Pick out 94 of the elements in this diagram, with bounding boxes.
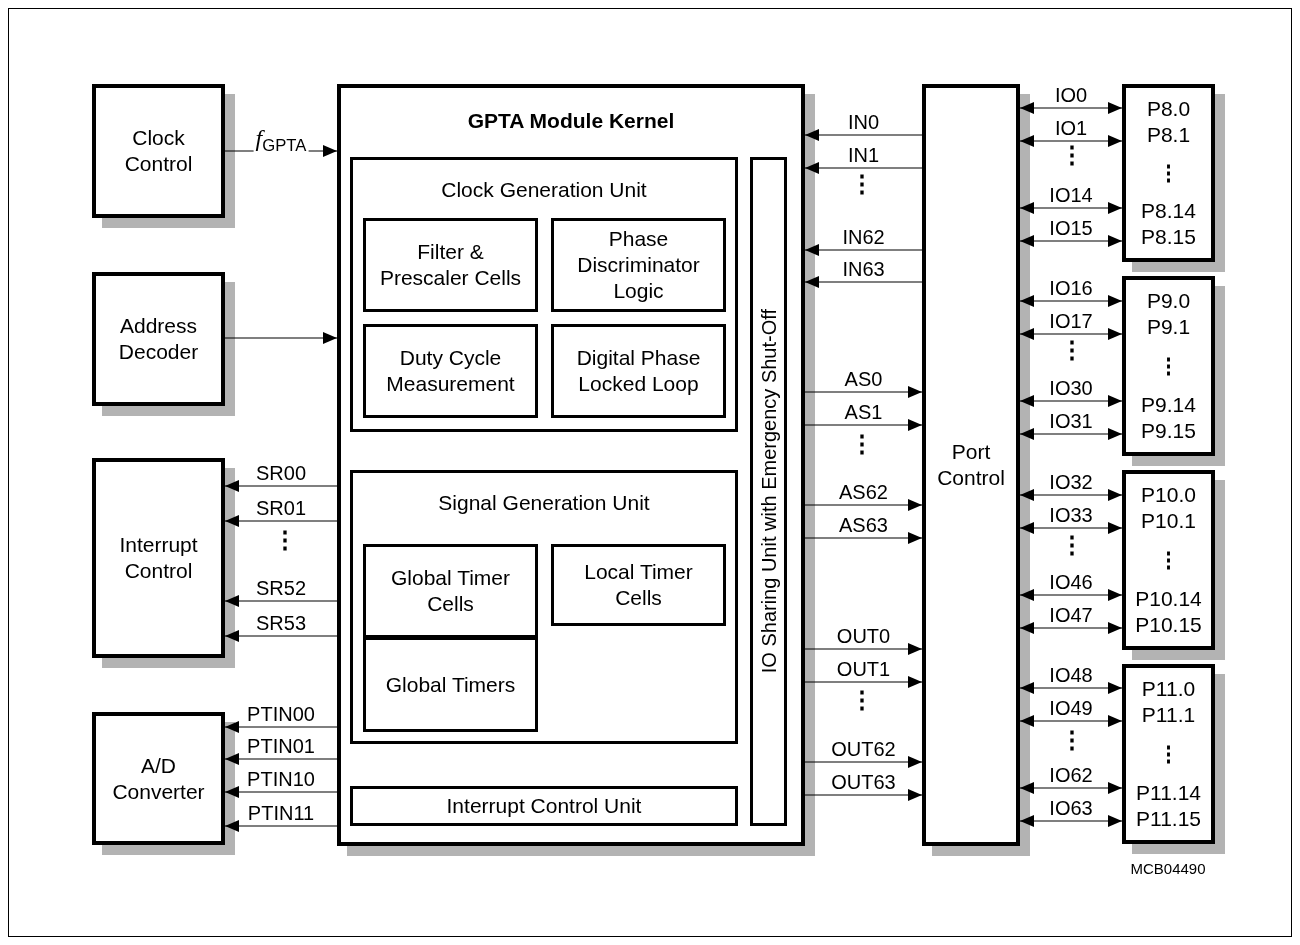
arrow [224, 753, 338, 765]
pin-label: P9.1 [1146, 314, 1191, 340]
arrow [224, 595, 338, 607]
pin-label: P9.15 [1141, 418, 1196, 444]
double-arrow [1019, 295, 1123, 307]
arrow [804, 499, 923, 511]
pin-label: P9.14 [1141, 392, 1196, 418]
arrow [804, 162, 923, 174]
double-arrow [1019, 715, 1123, 727]
unit-title: Signal Generation Unit [437, 490, 651, 516]
arrow [804, 756, 923, 768]
continuation-dots: ⋮ [850, 688, 874, 712]
double-arrow [1019, 235, 1123, 247]
arrow [224, 721, 338, 733]
pin-label: ⋮ [1158, 353, 1179, 379]
double-arrow [1019, 428, 1123, 440]
double-arrow [1019, 135, 1123, 147]
continuation-dots: ⋮ [850, 432, 874, 456]
block-label: Clock Control [123, 125, 194, 177]
pin-label: ⋮ [1158, 547, 1179, 573]
block-label: Interrupt Control Unit [446, 793, 642, 819]
pin-label: P10.1 [1141, 508, 1196, 534]
block-label: Interrupt Control [118, 532, 199, 584]
arrow [224, 630, 338, 642]
unit-title: Clock Generation Unit [440, 177, 648, 203]
arrow [804, 643, 923, 655]
arrow [804, 676, 923, 688]
pin-label: ⋮ [1158, 160, 1179, 186]
double-arrow [1019, 682, 1123, 694]
arrow [224, 515, 338, 527]
arrow [804, 129, 923, 141]
block-label: Filter & Prescaler Cells [378, 239, 523, 291]
block-label: Global Timers [385, 671, 516, 698]
module-title: GPTA Module Kernel [466, 108, 676, 134]
pin-label: P11.15 [1136, 806, 1201, 832]
double-arrow [1019, 622, 1123, 634]
function-box [363, 544, 538, 638]
function-box [551, 218, 726, 312]
double-arrow [1019, 395, 1123, 407]
double-arrow [1019, 782, 1123, 794]
block-label: Address Decoder [117, 313, 200, 365]
pin-label: P11.1 [1141, 702, 1196, 728]
continuation-dots: ⋮ [1060, 143, 1084, 167]
block-label: Global Timer Cells [389, 565, 511, 617]
figure-number: MCB04490 [1130, 859, 1206, 879]
pin-label: P8.0 [1146, 96, 1191, 122]
arrow [224, 332, 338, 344]
double-arrow [1019, 202, 1123, 214]
pin-label: P11.14 [1136, 780, 1201, 806]
arrow [804, 789, 923, 801]
pin-label: P10.14 [1135, 586, 1202, 612]
block-label: Digital Phase Locked Loop [575, 345, 702, 397]
pin-label: P11.0 [1141, 676, 1196, 702]
pin-label: ⋮ [1158, 741, 1179, 767]
function-box [363, 324, 538, 418]
block-label: Phase Discriminator Logic [576, 226, 701, 304]
arrow [224, 786, 338, 798]
function-box [551, 544, 726, 626]
function-box [363, 637, 538, 732]
continuation-dots: ⋮ [850, 172, 874, 196]
arrow [804, 244, 923, 256]
unit-box [350, 470, 738, 744]
double-arrow [1019, 489, 1123, 501]
block-label: Port Control [937, 439, 1005, 491]
function-box [350, 786, 738, 826]
pin-label: P8.15 [1141, 224, 1196, 250]
double-arrow [1019, 102, 1123, 114]
block-label: Local Timer Cells [583, 559, 694, 611]
function-box [551, 324, 726, 418]
pin-label: P10.15 [1135, 612, 1202, 638]
function-box [363, 218, 538, 312]
pin-label: P8.1 [1146, 122, 1191, 148]
pin-label: P9.0 [1146, 288, 1191, 314]
continuation-dots: ⋮ [273, 528, 297, 552]
double-arrow [1019, 522, 1123, 534]
arrow [804, 276, 923, 288]
arrow [804, 386, 923, 398]
sharing-unit-box [750, 157, 787, 826]
pin-label: P8.14 [1141, 198, 1196, 224]
arrow [224, 480, 338, 492]
continuation-dots: ⋮ [1060, 338, 1084, 362]
block-label: A/D Converter [111, 752, 206, 805]
continuation-dots: ⋮ [1060, 728, 1084, 752]
arrow [804, 532, 923, 544]
arrow [804, 419, 923, 431]
unit-box [350, 157, 738, 432]
double-arrow [1019, 328, 1123, 340]
pin-label: P10.0 [1141, 482, 1196, 508]
double-arrow [1019, 589, 1123, 601]
continuation-dots: ⋮ [1060, 533, 1084, 557]
double-arrow [1019, 815, 1123, 827]
arrow [224, 820, 338, 832]
block-label: Duty Cycle Measurement [385, 345, 516, 397]
block-label: IO Sharing Unit with Emergency Shut-Off [756, 309, 781, 674]
